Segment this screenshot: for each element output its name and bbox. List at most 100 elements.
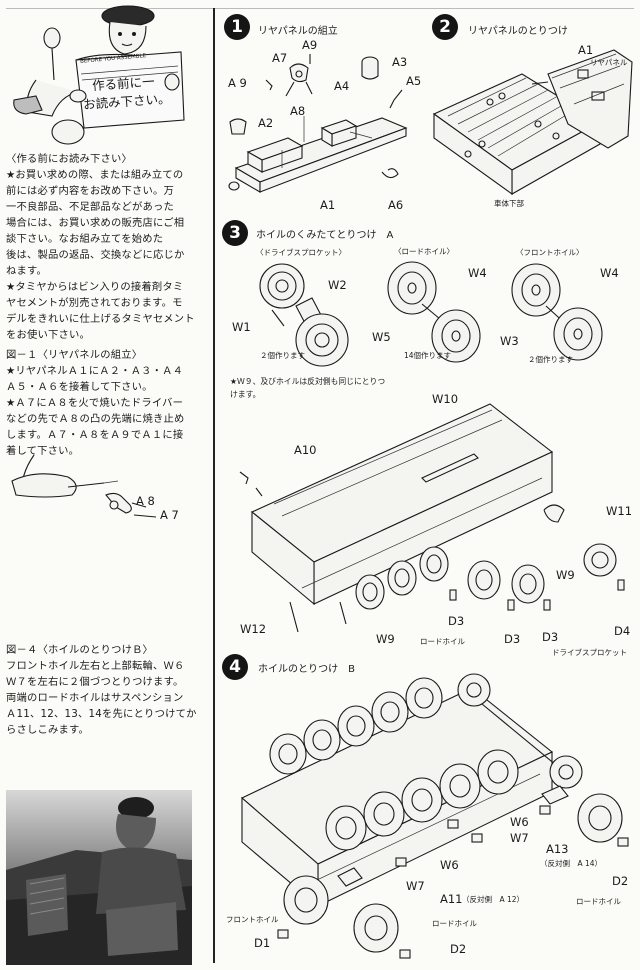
reading-man-illustration (13, 5, 185, 145)
drive-sprocket-parts (259, 263, 349, 367)
step3-road-wheel-caption: ロードホイル (420, 637, 465, 646)
tip-label-a7: A 7 (160, 508, 179, 522)
notice-line: 前には必ず内容をお改め下さい。万 (6, 185, 174, 197)
step1-label-a1: A1 (320, 198, 336, 212)
fig1-line: ★リヤパネルＡ１にＡ２・Ａ３・Ａ４ (6, 365, 184, 377)
fig1-line: Ａ５・Ａ６を接着して下さい。 (6, 381, 153, 393)
road-wheel-parts (387, 261, 481, 363)
notice-line: 一不良部品、不足部品などがあった (6, 201, 174, 213)
step3-drive-sprocket-caption: ドライブスプロケット (552, 648, 627, 657)
step3-label-w3: W3 (500, 334, 519, 348)
step4-label-w6-a: W6 (510, 815, 529, 829)
step1-label-a9-top: A9 (302, 38, 318, 52)
fig4-line: らさしこみます。 (6, 724, 89, 736)
hull-road-wheels (355, 546, 545, 610)
step1-title: リヤパネルの組立 (258, 26, 338, 37)
notice-line: 場合には、お買い求めの販売店にご相 (6, 217, 185, 229)
step1-number: 1 (224, 14, 250, 40)
step3-make-two: ２個作ります (260, 351, 305, 360)
step1-label-a8: A8 (290, 104, 306, 118)
step4-label-w6-b: W6 (440, 858, 459, 872)
step2-number: 2 (432, 14, 458, 40)
step3-label-w2: W2 (328, 278, 347, 292)
step1-label-a5: A5 (406, 74, 422, 88)
step3-number: 3 (222, 220, 248, 246)
sprocket-w1 (295, 297, 349, 367)
step3-make-two-b: ２個作ります (528, 355, 573, 364)
fig1-heading: 図－１〈リヤパネルの組立〉 (6, 349, 143, 361)
step1-label-a3: A3 (392, 55, 408, 69)
step4-a12-note: （反対側 A 12） (462, 895, 525, 904)
step3-label-w9-bottom: W9 (376, 632, 395, 646)
step3-label-w1: W1 (232, 320, 251, 334)
step3-note-line-1: ★Ｗ９、及びホイルは反対側も同じにとりつ (230, 377, 386, 386)
step3-title: ホイルのくみたてとりつけ A (256, 230, 394, 241)
step4-label-d2-bottom: D2 (450, 942, 467, 956)
fig4-line: Ａ11、12、13、14を先にとりつけてか (6, 708, 197, 720)
step3-label-d4: D4 (614, 624, 631, 638)
fig1-line: ★Ａ７にＡ８を火で焼いたドライバー (6, 397, 184, 409)
step4-a14-note: （反対側 A 14） (540, 859, 603, 868)
step1-label-a4: A4 (334, 79, 350, 93)
step2-part-label: A1 (578, 43, 594, 57)
notice-heading: 〈作る前にお読み下さい〉 (6, 153, 132, 165)
step3-label-w4-a: W4 (468, 266, 487, 280)
step3-label-a10: A10 (294, 443, 317, 457)
column-divider (213, 8, 215, 963)
tip-label-a8: A 8 (136, 494, 155, 508)
step4-front-wheel-caption: フロントホイル (226, 915, 279, 924)
step3-label-w4-b: W4 (600, 266, 619, 280)
step3-make-fourteen: 14個作ります (404, 351, 452, 360)
step1-label-a6: A6 (388, 198, 404, 212)
hull-wheel-install-diagram-b (241, 673, 629, 959)
step1-label-a9-left: A 9 (228, 76, 247, 90)
step4-road-wheel-caption-right: ロードホイル (576, 897, 621, 906)
notice-line: 談下さい。なお組み立てを始めた (6, 233, 164, 245)
step3-note-line-2: けます。 (230, 390, 261, 399)
step3-label-d3-c: D3 (542, 630, 559, 644)
fig4-line: フロントホイル左右と上部転輪、Ｗ６ (6, 660, 185, 672)
step3-label-d3-a: D3 (448, 614, 465, 628)
notice-line: をお使い下さい。 (6, 329, 90, 341)
step3-label-d3-b: D3 (504, 632, 521, 646)
step4-label-a11: A11 (440, 892, 463, 906)
step1-label-a7: A7 (272, 51, 288, 65)
fig1-line: します。Ａ７・Ａ８をＡ９でＡ１に接 (6, 429, 184, 441)
hot-screwdriver-tip-illustration (11, 454, 157, 518)
notice-line: ★お買い求めの際、または組み立ての (6, 169, 184, 181)
notice-line: ねます。 (6, 265, 47, 277)
step4-label-a13: A13 (546, 842, 569, 856)
step4-label-w7-a: W7 (510, 831, 529, 845)
step2-part-sub: リヤパネル (590, 58, 628, 67)
sprocket-w2 (259, 263, 305, 309)
step4-number: 4 (222, 654, 248, 680)
hull-wheel-install-diagram-a (239, 403, 625, 633)
fig1-line: などの先でＡ８の凸の先端に焼き止め (6, 413, 185, 425)
top-rule (6, 8, 634, 9)
step2-hull-label: 車体下部 (494, 199, 524, 208)
rear-panel-assembly-diagram (228, 54, 408, 193)
step4-label-d1: D1 (254, 936, 271, 950)
notice-line: デルをきれいに仕上げるタミヤセメント (6, 313, 195, 325)
notice-line: ★タミヤからはビン入りの接着剤タミ (6, 281, 184, 293)
step3-label-w5: W5 (372, 330, 391, 344)
step3-label-w9-right: W9 (556, 568, 575, 582)
fig1-line: 着して下さい。 (6, 445, 80, 457)
upper-road-wheels (269, 677, 443, 775)
step3-sub-front: 〈フロントホイル〉 (516, 248, 584, 257)
step3-label-w12: W12 (240, 622, 267, 636)
fig4-line: 両端のロードホイルはサスペンション (6, 692, 184, 704)
fig4-line: Ｗ７を左右に２個づつとりつけます。 (6, 676, 184, 688)
step4-label-d2-right: D2 (612, 874, 629, 888)
step1-label-a2: A2 (258, 116, 274, 130)
tank-commander-photo (6, 790, 192, 965)
front-wheel-parts (511, 263, 603, 361)
step3-sub-road: 〈ロードホイル〉 (394, 247, 454, 256)
step4-label-w7-b: W7 (406, 879, 425, 893)
notice-line: ヤセメントが別売されております。モ (6, 297, 183, 309)
step3-label-w11: W11 (606, 504, 633, 518)
step2-title: リヤパネルのとりつけ (468, 26, 568, 37)
lower-road-wheels (325, 749, 519, 851)
step3-label-w10: W10 (432, 392, 459, 406)
fig4-heading: 図－４〈ホイルのとりつけＢ〉 (6, 644, 154, 656)
